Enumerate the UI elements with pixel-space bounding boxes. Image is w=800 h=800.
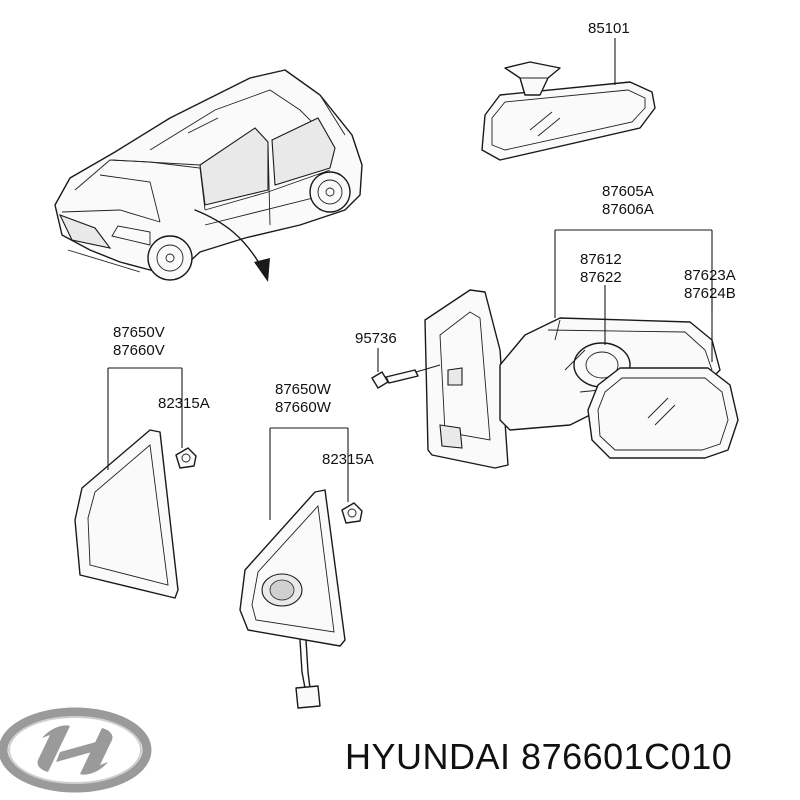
rearview-mirror	[481, 38, 656, 161]
label-95736: 95736	[355, 330, 397, 347]
label-87612: 87612	[580, 251, 622, 268]
garnish-right-speaker	[239, 427, 363, 709]
label-87622: 87622	[580, 269, 622, 286]
footer-part-number: 876601C010	[521, 736, 733, 777]
label-87624B: 87624B	[684, 285, 736, 302]
outside-mirror-assembly	[424, 229, 739, 469]
label-82315A-right: 82315A	[322, 451, 374, 468]
label-87650V: 87650V	[113, 324, 165, 341]
label-87660W: 87660W	[275, 399, 332, 416]
hyundai-logo	[0, 707, 152, 793]
footer-brand: HYUNDAI	[345, 736, 511, 777]
footer-part-title: HYUNDAI 876601C010	[345, 736, 732, 778]
label-87605A: 87605A	[602, 183, 654, 200]
label-87650W: 87650W	[275, 381, 332, 398]
label-85101: 85101	[588, 20, 630, 37]
garnish-left	[74, 367, 197, 599]
bolt-95736	[371, 348, 441, 389]
label-87660V: 87660V	[113, 342, 165, 359]
car-illustration	[54, 69, 363, 282]
label-82315A-left: 82315A	[158, 395, 210, 412]
label-87606A: 87606A	[602, 201, 654, 218]
label-87623A: 87623A	[684, 267, 736, 284]
